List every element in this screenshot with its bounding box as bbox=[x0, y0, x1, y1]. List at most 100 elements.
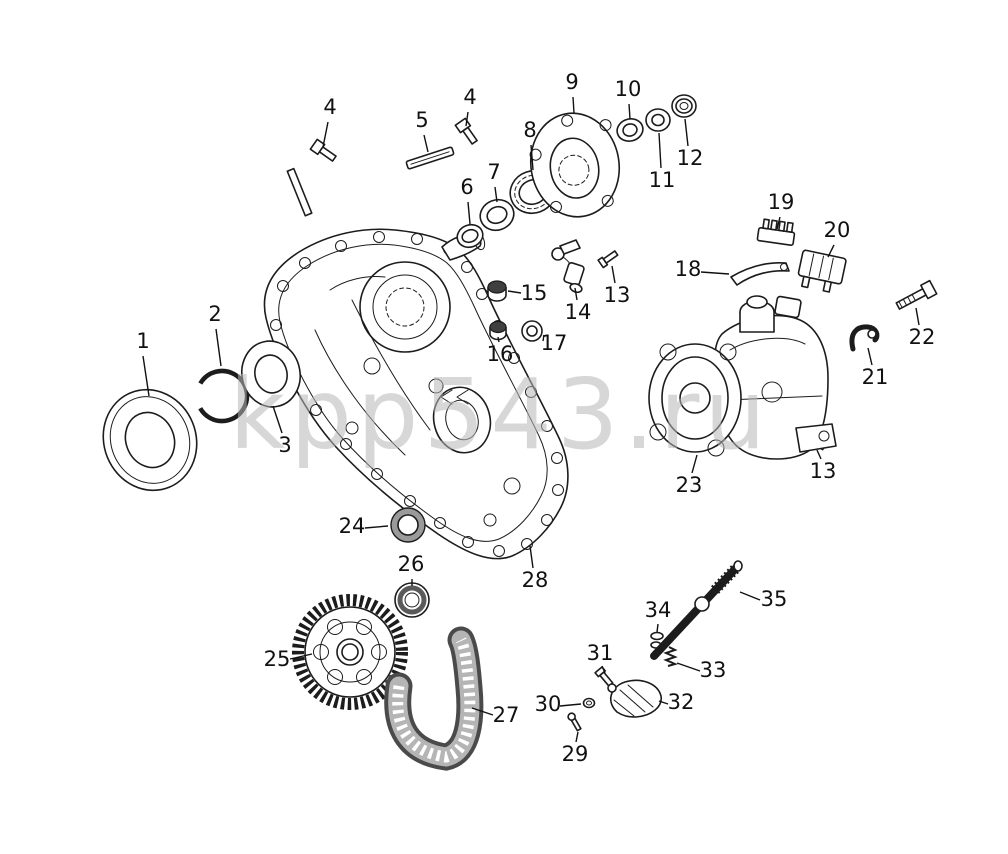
part-label-4: 4 bbox=[323, 95, 336, 119]
part-leader-3 bbox=[272, 405, 283, 434]
part-leader-13 bbox=[611, 265, 616, 284]
part-leader-4 bbox=[322, 121, 329, 148]
part-chain-27 bbox=[384, 626, 484, 771]
part-label-6: 6 bbox=[460, 175, 473, 199]
part-washer-30 bbox=[582, 697, 596, 709]
part-leader-19 bbox=[776, 216, 781, 230]
part-leader-35 bbox=[739, 591, 761, 601]
part-label-13: 13 bbox=[604, 283, 631, 307]
part-bolt-4-right bbox=[454, 117, 478, 145]
part-bearing-1 bbox=[102, 388, 198, 492]
part-leader-25 bbox=[289, 653, 313, 660]
watermark: kpp543.ru bbox=[229, 358, 771, 471]
part-leader-16 bbox=[497, 336, 500, 343]
part-label-24: 24 bbox=[339, 514, 366, 538]
part-leader-18 bbox=[700, 271, 730, 275]
part-bolt-22 bbox=[895, 279, 938, 310]
part-screw-29 bbox=[567, 712, 582, 732]
part-seal-3 bbox=[241, 340, 301, 408]
part-bearing-7 bbox=[479, 198, 515, 232]
part-label-28: 28 bbox=[522, 568, 549, 592]
part-label-30: 30 bbox=[535, 692, 562, 716]
part-bolt-13-upper bbox=[597, 250, 619, 269]
part-label-14: 14 bbox=[565, 300, 592, 324]
part-bracket-18 bbox=[730, 261, 790, 286]
part-fork-32 bbox=[607, 679, 662, 718]
part-washer-11 bbox=[645, 108, 671, 132]
part-leader-17 bbox=[542, 334, 545, 342]
part-leader-13 bbox=[816, 449, 822, 460]
part-leader-34 bbox=[656, 623, 659, 633]
part-label-13: 13 bbox=[810, 459, 837, 483]
part-connector-20 bbox=[797, 249, 847, 293]
part-label-12: 12 bbox=[677, 146, 704, 170]
part-label-11: 11 bbox=[649, 168, 676, 192]
part-leader-5 bbox=[423, 134, 429, 153]
part-sensor-14 bbox=[551, 239, 585, 294]
part-leader-31 bbox=[601, 665, 606, 674]
part-leader-20 bbox=[827, 244, 835, 258]
part-leader-8 bbox=[530, 144, 534, 171]
part-label-19: 19 bbox=[768, 190, 795, 214]
part-leader-12 bbox=[684, 118, 689, 147]
part-leader-21 bbox=[867, 347, 873, 366]
part-leader-32 bbox=[658, 700, 669, 705]
part-seal-26 bbox=[394, 582, 430, 618]
part-leader-15 bbox=[507, 290, 522, 294]
part-label-5: 5 bbox=[415, 108, 428, 132]
part-tube-5 bbox=[405, 146, 455, 170]
part-label-33: 33 bbox=[700, 658, 727, 682]
part-leader-2 bbox=[215, 328, 222, 367]
part-leader-22 bbox=[915, 307, 920, 326]
part-label-34: 34 bbox=[645, 598, 672, 622]
part-washer-10 bbox=[616, 118, 644, 142]
part-label-20: 20 bbox=[824, 218, 851, 242]
part-washer-17 bbox=[521, 320, 543, 342]
part-label-23: 23 bbox=[676, 473, 703, 497]
part-label-16: 16 bbox=[487, 342, 514, 366]
part-label-17: 17 bbox=[541, 331, 568, 355]
part-leader-27 bbox=[471, 707, 494, 716]
part-label-31: 31 bbox=[587, 641, 614, 665]
part-leader-10 bbox=[628, 103, 631, 120]
part-label-1: 1 bbox=[136, 329, 149, 353]
part-label-2: 2 bbox=[208, 302, 221, 326]
part-label-27: 27 bbox=[493, 703, 520, 727]
part-actuator-23 bbox=[648, 295, 837, 460]
part-bolt-4-left bbox=[309, 138, 337, 162]
part-label-18: 18 bbox=[675, 257, 702, 281]
part-nut-12 bbox=[671, 94, 697, 118]
part-leader-24 bbox=[364, 525, 389, 529]
part-label-15: 15 bbox=[521, 281, 548, 305]
part-leader-6 bbox=[467, 201, 471, 225]
part-pin-4-left bbox=[286, 167, 313, 217]
part-leader-29 bbox=[575, 731, 579, 743]
part-shaft-35 bbox=[650, 560, 743, 660]
part-ring-6 bbox=[456, 223, 484, 249]
part-spring-33 bbox=[663, 646, 678, 667]
part-label-35: 35 bbox=[761, 587, 788, 611]
part-flange-9 bbox=[529, 112, 621, 218]
part-leader-9 bbox=[572, 96, 575, 114]
part-plug-15 bbox=[487, 280, 507, 302]
part-label-9: 9 bbox=[565, 70, 578, 94]
part-snap-ring-2 bbox=[194, 368, 250, 424]
part-leader-4 bbox=[465, 111, 469, 127]
part-leader-7 bbox=[494, 186, 498, 203]
part-label-3: 3 bbox=[278, 433, 291, 457]
part-label-7: 7 bbox=[487, 160, 500, 184]
part-bearing-24 bbox=[390, 507, 426, 543]
part-label-32: 32 bbox=[668, 690, 695, 714]
part-leader-28 bbox=[529, 545, 534, 569]
part-leader-33 bbox=[676, 662, 701, 672]
part-leader-1 bbox=[142, 355, 150, 397]
part-label-4: 4 bbox=[463, 85, 476, 109]
part-label-29: 29 bbox=[562, 742, 589, 766]
part-plug-16 bbox=[489, 320, 507, 341]
part-leader-14 bbox=[574, 287, 578, 301]
part-label-10: 10 bbox=[615, 77, 642, 101]
part-label-26: 26 bbox=[398, 552, 425, 576]
part-housing-28 bbox=[263, 228, 569, 560]
